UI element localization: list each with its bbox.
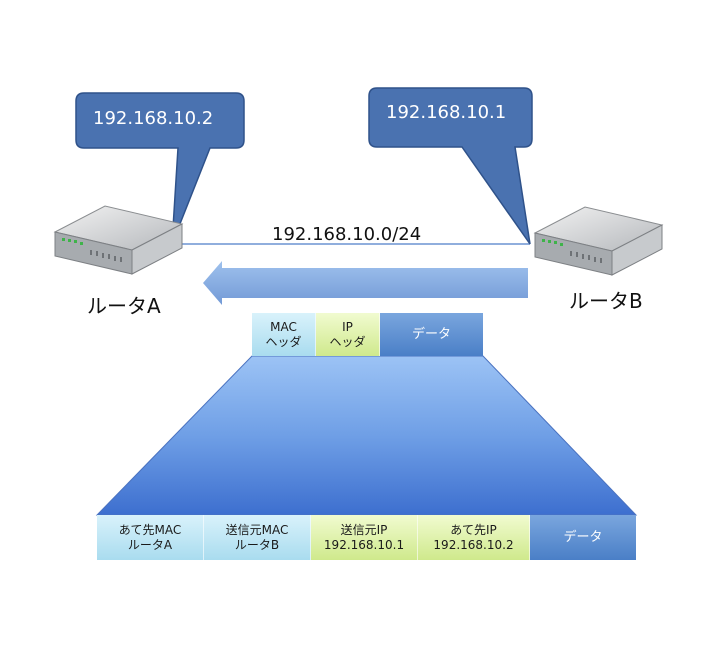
frame-detail-src-ip-line2: 192.168.10.1 — [323, 537, 405, 552]
frame-small-data: データ — [380, 313, 483, 356]
frame-detail-dst-ip-line2: 192.168.10.2 — [433, 537, 514, 552]
frame-expansion-shape — [95, 355, 638, 516]
callout-router-a — [75, 92, 245, 245]
frame-detail-dst-mac-line1: あて先MAC — [118, 522, 182, 537]
frame-detail-dst-mac: あて先MAC ルータA — [97, 515, 204, 560]
router-b-label: ルータB — [569, 289, 643, 313]
frame-small: MAC ヘッダ IP ヘッダ データ — [252, 313, 483, 356]
frame-small-ip-line1: IP — [342, 319, 353, 334]
frame-small-data-label: データ — [411, 327, 451, 342]
packet-direction-arrow — [203, 261, 528, 305]
frame-detail-src-ip-line1: 送信元IP — [340, 522, 388, 537]
frame-detail-data: データ — [530, 515, 636, 560]
subnet-label: 192.168.10.0/24 — [272, 224, 422, 245]
router-b-icon — [533, 206, 664, 276]
router-b-ip-callout: 192.168.10.1 — [386, 102, 507, 123]
frame-detail: あて先MAC ルータA 送信元MAC ルータB 送信元IP 192.168.10… — [97, 515, 636, 560]
frame-detail-src-mac-line1: 送信元MAC — [225, 522, 289, 537]
frame-small-ip-line2: ヘッダ — [329, 334, 366, 349]
frame-small-mac-line1: MAC — [270, 319, 297, 334]
frame-detail-data-label: データ — [563, 530, 603, 545]
frame-detail-dst-ip: あて先IP 192.168.10.2 — [418, 515, 530, 560]
frame-detail-dst-mac-line2: ルータA — [127, 537, 173, 552]
callout-router-b — [368, 87, 533, 245]
router-a-icon — [53, 205, 184, 275]
frame-small-mac-header: MAC ヘッダ — [252, 313, 316, 356]
frame-detail-src-mac-line2: ルータB — [234, 537, 280, 552]
frame-detail-dst-ip-line1: あて先IP — [450, 522, 497, 537]
frame-small-ip-header: IP ヘッダ — [316, 313, 380, 356]
router-a-ip-callout: 192.168.10.2 — [93, 108, 214, 129]
frame-small-mac-line2: ヘッダ — [265, 334, 302, 349]
frame-detail-src-ip: 送信元IP 192.168.10.1 — [311, 515, 418, 560]
frame-detail-src-mac: 送信元MAC ルータB — [204, 515, 311, 560]
router-a-label: ルータA — [87, 294, 161, 318]
